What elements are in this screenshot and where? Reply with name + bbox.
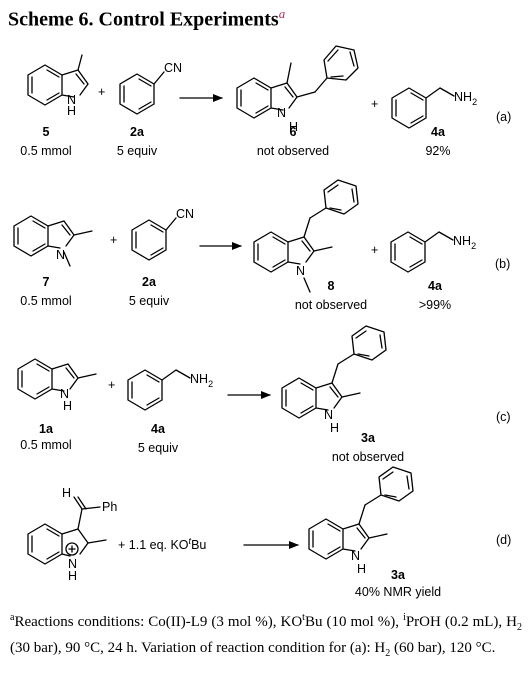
atom-H-6: H	[289, 120, 298, 134]
plus-sign-a2: +	[371, 97, 378, 111]
atom-N-3a-c: N	[324, 408, 333, 422]
compound-3a-number-d: 3a	[391, 568, 406, 582]
atom-N-8: N	[296, 264, 305, 278]
compound-4a-yield-a: 92%	[425, 144, 450, 158]
plus-sign-b: +	[110, 233, 117, 247]
row-c-tag: (c)	[496, 410, 511, 424]
atom-N-indolium: N	[68, 557, 77, 571]
compound-4a-amount-c: 5 equiv	[138, 441, 179, 455]
reaction-scheme: N H + CN N H + NH2 (a) 5 0.5 mmol 2a 5 e…	[13, 45, 511, 599]
plus-sign-a: +	[98, 85, 105, 99]
row-b-tag: (b)	[495, 257, 510, 271]
atom-H-1a: H	[63, 399, 72, 413]
atom-N-5: N	[67, 93, 76, 107]
compound-6-note: not observed	[257, 144, 329, 158]
cyano-label-a: CN	[164, 61, 182, 75]
compound-8-structure	[253, 179, 359, 293]
compound-2a-number-b: 2a	[142, 275, 157, 289]
compound-7-amount: 0.5 mmol	[20, 294, 71, 308]
compound-3a-number-c: 3a	[361, 431, 376, 445]
amine-label-c: NH2	[190, 372, 213, 389]
atom-H-vinyl: H	[62, 486, 71, 500]
cyano-label-b: CN	[176, 207, 194, 221]
indolium-intermediate-structure	[27, 496, 107, 565]
scheme-footnote: aReactions conditions: Co(II)-L9 (3 mol …	[10, 612, 523, 659]
compound-4a-structure-c	[127, 369, 191, 411]
atom-N-6: N	[277, 106, 286, 120]
compound-5-number: 5	[43, 125, 50, 139]
atom-H-3a-c: H	[330, 421, 339, 435]
compound-2a-structure-b	[131, 217, 177, 261]
scheme-title: Scheme 6. Control Experimentsa	[8, 6, 286, 31]
row-d-tag: (d)	[496, 533, 511, 547]
plus-sign-c: +	[108, 378, 115, 392]
phenyl-label: Ph	[102, 500, 117, 514]
compound-8-number: 8	[328, 279, 335, 293]
atom-N-3a-d: N	[351, 549, 360, 563]
amine-label-b: NH2	[453, 234, 476, 251]
compound-3a-note-c: not observed	[332, 450, 404, 464]
compound-4a-structure-b	[390, 231, 454, 273]
atom-N-1a: N	[60, 387, 69, 401]
compound-2a-amount-a: 5 equiv	[117, 144, 158, 158]
row-a-tag: (a)	[496, 110, 511, 124]
title-footnote-mark: a	[278, 6, 286, 21]
compound-7-structure	[13, 215, 93, 267]
base-reagent: + 1.1 eq. KOtBu	[118, 536, 206, 552]
compound-4a-yield-b: >99%	[419, 298, 451, 312]
compound-4a-number-b: 4a	[428, 279, 443, 293]
compound-4a-number-c: 4a	[151, 422, 166, 436]
plus-sign-b2: +	[371, 243, 378, 257]
compound-2a-amount-b: 5 equiv	[129, 294, 170, 308]
compound-4a-structure-a	[391, 87, 455, 129]
compound-5-amount: 0.5 mmol	[20, 144, 71, 158]
compound-8-note: not observed	[295, 298, 367, 312]
compound-1a-structure	[17, 358, 97, 400]
atom-N-7: N	[56, 248, 65, 262]
compound-3a-structure-c	[281, 325, 387, 419]
compound-2a-structure-a	[119, 71, 165, 115]
compound-2a-number-a: 2a	[130, 125, 145, 139]
compound-3a-yield-d: 40% NMR yield	[355, 585, 441, 599]
compound-1a-amount: 0.5 mmol	[20, 438, 71, 452]
compound-7-number: 7	[43, 275, 50, 289]
atom-H-3a-d: H	[357, 562, 366, 576]
compound-6-number: 6	[290, 125, 297, 139]
compound-5-structure	[27, 54, 89, 106]
atom-H-5: H	[67, 104, 76, 118]
positive-charge-icon	[65, 542, 79, 556]
compound-3a-structure-d	[308, 466, 414, 560]
atom-H-indolium: H	[68, 569, 77, 583]
compound-4a-number-a: 4a	[431, 125, 446, 139]
footnote-mark: a	[10, 612, 15, 623]
amine-label-a: NH2	[454, 90, 477, 107]
compound-6-structure	[236, 45, 359, 119]
compound-1a-number: 1a	[39, 422, 54, 436]
